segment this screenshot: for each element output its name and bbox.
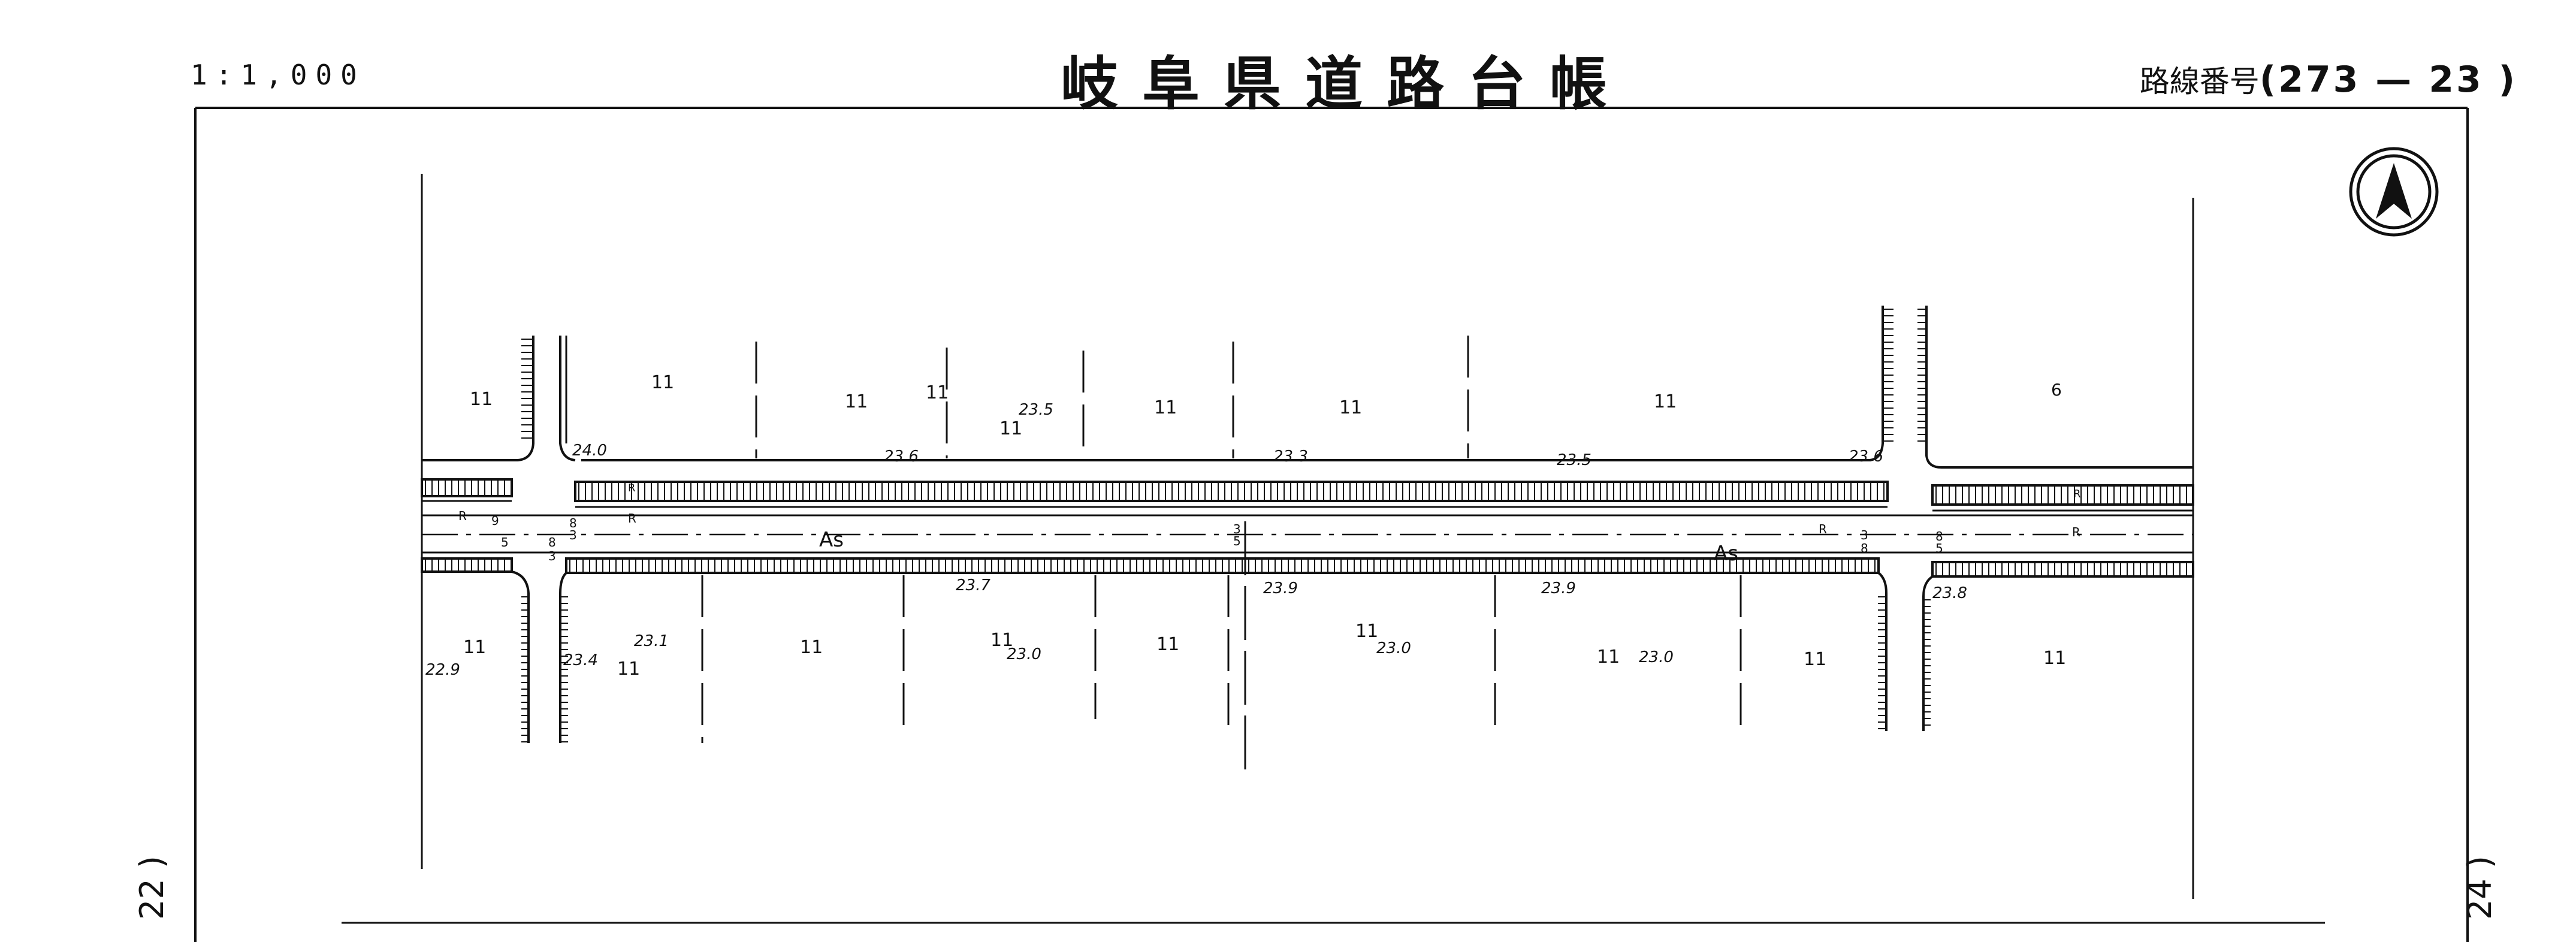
- parcel-mark: 11: [1156, 634, 1179, 655]
- parcel-mark: 11: [1355, 621, 1378, 642]
- parcel-mark: 11: [1339, 397, 1362, 418]
- road-mark: R: [628, 511, 636, 526]
- width-mark: 8: [569, 516, 577, 530]
- map-scale: 1:1,000: [191, 59, 366, 91]
- width-mark: 9: [491, 514, 499, 528]
- parcel-mark: 11: [800, 637, 823, 658]
- surface-label: As: [819, 528, 844, 552]
- width-mark: 8: [1935, 529, 1943, 544]
- elevation: 23.6: [884, 448, 919, 466]
- north-arrow-icon: [2349, 147, 2439, 237]
- parcel-mark: 11: [926, 382, 949, 403]
- parcel-mark: 11: [2043, 648, 2066, 669]
- road-mark: R: [2072, 525, 2080, 539]
- width-mark: 8: [548, 535, 556, 550]
- parcel-boundaries: [701, 336, 1742, 779]
- parcel-mark: 11: [1154, 397, 1177, 418]
- misc-mark: 6: [2051, 380, 2062, 400]
- parcel-mark: 11: [999, 418, 1022, 439]
- parcel-mark: 11: [990, 630, 1013, 651]
- parcel-mark: 11: [463, 637, 486, 658]
- spot-height: 23.1: [634, 632, 669, 650]
- route-number: 路線番号(273 — 23 ): [2140, 58, 2517, 101]
- parcel-mark: 11: [470, 389, 493, 410]
- width-mark: 3: [569, 528, 577, 542]
- road-mark: R: [1819, 522, 1827, 536]
- map-labels: As As R R R R R R 9 5 3 8 5 3 8 3 8 5 3 …: [425, 372, 2081, 680]
- elevation: 23.3: [1273, 448, 1308, 466]
- page-title: 岐阜県道路台帳: [1061, 50, 1631, 117]
- road-mark: R: [458, 509, 467, 523]
- spot-height: 22.9: [425, 661, 460, 679]
- curb-hatching: [425, 309, 2187, 742]
- road-mark: R: [2073, 488, 2081, 500]
- route-number-value: (273 — 23 ): [2259, 59, 2517, 101]
- parcel-mark: 11: [617, 659, 640, 680]
- parcel-mark: 11: [1804, 649, 1826, 670]
- parcel-mark: 11: [1654, 391, 1677, 412]
- width-mark: 5: [501, 535, 509, 550]
- parcel-mark: 11: [845, 391, 868, 412]
- spot-height: 23.0: [1639, 648, 1674, 666]
- width-mark: 3: [1861, 528, 1868, 542]
- width-mark: 8: [1861, 541, 1868, 555]
- elevation: 23.5: [1019, 401, 1053, 419]
- parcel-mark: 11: [1597, 647, 1620, 668]
- width-mark: 5: [1935, 541, 1943, 555]
- road-mark: R: [628, 482, 636, 494]
- elevation: 23.8: [1932, 584, 1967, 602]
- spot-height: 23.0: [1007, 645, 1041, 663]
- surface-label: As: [1714, 542, 1738, 566]
- spot-height: 23.4: [563, 651, 598, 669]
- elevation: 23.6: [1849, 448, 1883, 466]
- elevation: 23.9: [1263, 579, 1298, 597]
- elevation: 23.7: [956, 576, 990, 594]
- elevation: 24.0: [572, 442, 607, 460]
- width-mark: 3: [1233, 522, 1241, 536]
- elevation: 23.5: [1557, 451, 1591, 469]
- elevation: 23.9: [1541, 579, 1576, 597]
- spot-height: 23.0: [1376, 639, 1411, 657]
- map-frame: [194, 107, 2469, 942]
- parcel-mark: 11: [651, 372, 674, 393]
- route-label: 路線番号: [2139, 64, 2260, 99]
- width-mark: 5: [1233, 534, 1241, 548]
- width-mark: 3: [548, 549, 556, 563]
- road: [421, 306, 2194, 743]
